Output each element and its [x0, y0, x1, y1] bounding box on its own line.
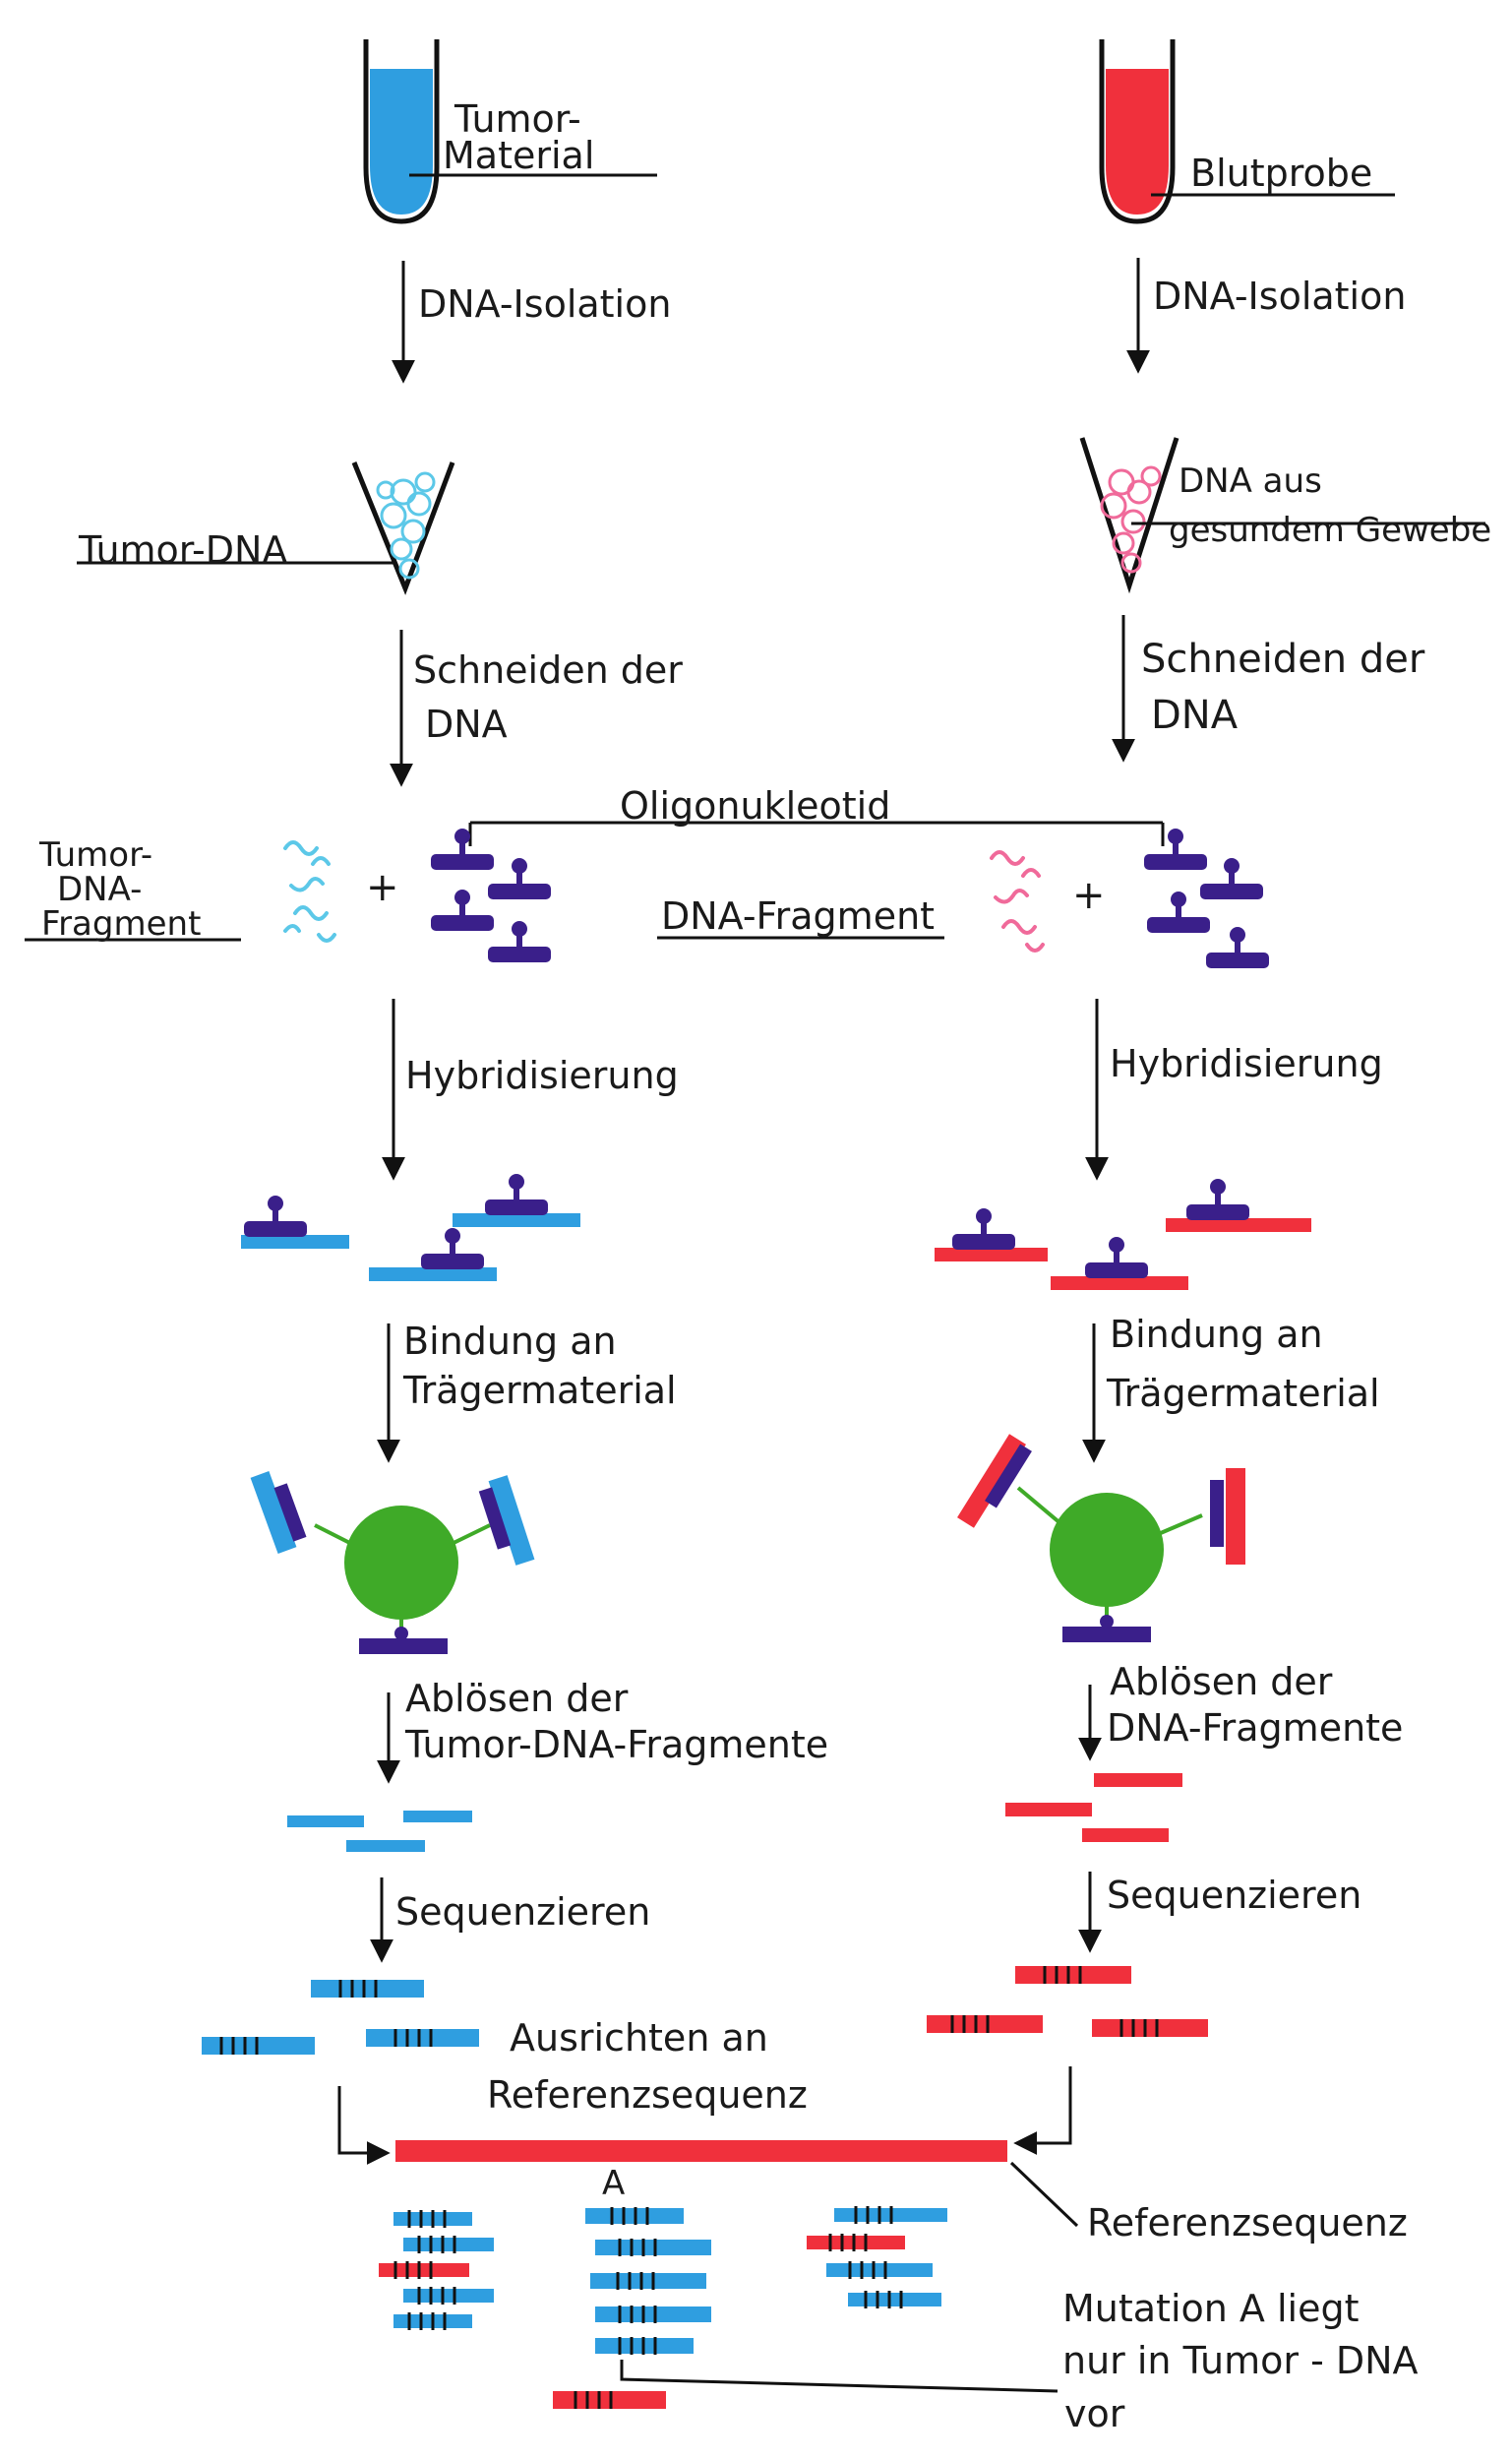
- step-isolation-left: DNA-Isolation: [418, 282, 672, 326]
- step-cut-left-2: DNA: [425, 703, 508, 746]
- step-release-right-1: Ablösen der: [1110, 1660, 1333, 1703]
- released-fragments-left-icon: [287, 1811, 472, 1852]
- plus-right: +: [1072, 873, 1106, 918]
- mutation-label-2: nur in Tumor - DNA: [1062, 2339, 1419, 2382]
- hybridized-complexes-left-icon: [241, 1174, 580, 1281]
- step-release-right-2: DNA-Fragmente: [1107, 1706, 1404, 1750]
- reference-label: Referenzsequenz: [1087, 2201, 1408, 2245]
- align-label-1: Ausrichten an: [510, 2016, 768, 2060]
- oligo-label: Oligonukleotid: [620, 784, 891, 828]
- oligo-probes-left-icon: [431, 829, 551, 962]
- mutation-letter: A: [602, 2164, 626, 2203]
- sequenced-reads-right-icon: [927, 1964, 1208, 2039]
- arrow-align-left: [337, 2086, 391, 2165]
- reference-leader: [1009, 2161, 1079, 2228]
- healthy-dna-fragments-icon: [990, 850, 1045, 953]
- tumor-fragment-label-2: DNA-: [57, 870, 143, 909]
- mutation-leader: [620, 2360, 1058, 2393]
- step-cut-right-2: DNA: [1151, 693, 1239, 738]
- step-isolation-right: DNA-Isolation: [1153, 275, 1407, 318]
- tumor-dna-label: Tumor-DNA: [79, 528, 288, 572]
- oligo-probes-right-icon: [1144, 829, 1269, 968]
- align-label-2: Referenzsequenz: [487, 2073, 808, 2117]
- tumor-material-label-1: Tumor-: [454, 97, 581, 141]
- step-bind-left-2: Trägermaterial: [403, 1369, 677, 1412]
- aligned-reads-icon: [379, 2204, 947, 2411]
- bead-complex-right-icon: [957, 1434, 1245, 1642]
- mutation-label-3: vor: [1064, 2392, 1125, 2435]
- mutation-label-1: Mutation A liegt: [1062, 2287, 1360, 2330]
- released-fragments-right-icon: [1005, 1773, 1182, 1842]
- tumor-dna-cone-icon: [351, 461, 455, 595]
- step-bind-left-1: Bindung an: [403, 1320, 617, 1363]
- step-hybrid-right: Hybridisierung: [1110, 1042, 1383, 1085]
- blood-tube-icon: [1099, 39, 1176, 224]
- step-bind-right-1: Bindung an: [1110, 1313, 1323, 1356]
- tumor-fragment-label-3: Fragment: [41, 904, 202, 944]
- step-bind-right-2: Trägermaterial: [1107, 1372, 1380, 1415]
- tumor-fragment-label-1: Tumor-: [39, 835, 153, 875]
- step-seq-left: Sequenzieren: [395, 1890, 651, 1934]
- arrow-align-right: [1013, 2066, 1072, 2155]
- step-release-left-1: Ablösen der: [405, 1677, 629, 1720]
- plus-left: +: [366, 865, 399, 910]
- healthy-dna-cone-icon: [1079, 437, 1179, 594]
- tumor-dna-fragments-icon: [283, 840, 336, 943]
- blutprobe-label: Blutprobe: [1190, 152, 1373, 195]
- reference-sequence-bar: [395, 2140, 1007, 2162]
- healthy-dna-label-1: DNA aus: [1179, 461, 1322, 501]
- bead-complex-left-icon: [250, 1471, 535, 1654]
- sequenced-reads-left-icon: [202, 1978, 479, 2057]
- healthy-dna-label-2: gesundem Gewebe: [1169, 511, 1492, 550]
- step-release-left-2: Tumor-DNA-Fragmente: [405, 1723, 829, 1766]
- step-cut-left-1: Schneiden der: [413, 648, 683, 692]
- tumor-material-label-2: Material: [443, 134, 595, 177]
- dna-fragment-label: DNA-Fragment: [661, 894, 936, 938]
- step-seq-right: Sequenzieren: [1107, 1874, 1362, 1917]
- tumor-tube-icon: [363, 39, 440, 224]
- hybridized-complexes-right-icon: [935, 1179, 1311, 1290]
- step-hybrid-left: Hybridisierung: [405, 1054, 679, 1097]
- step-cut-right-1: Schneiden der: [1141, 637, 1425, 682]
